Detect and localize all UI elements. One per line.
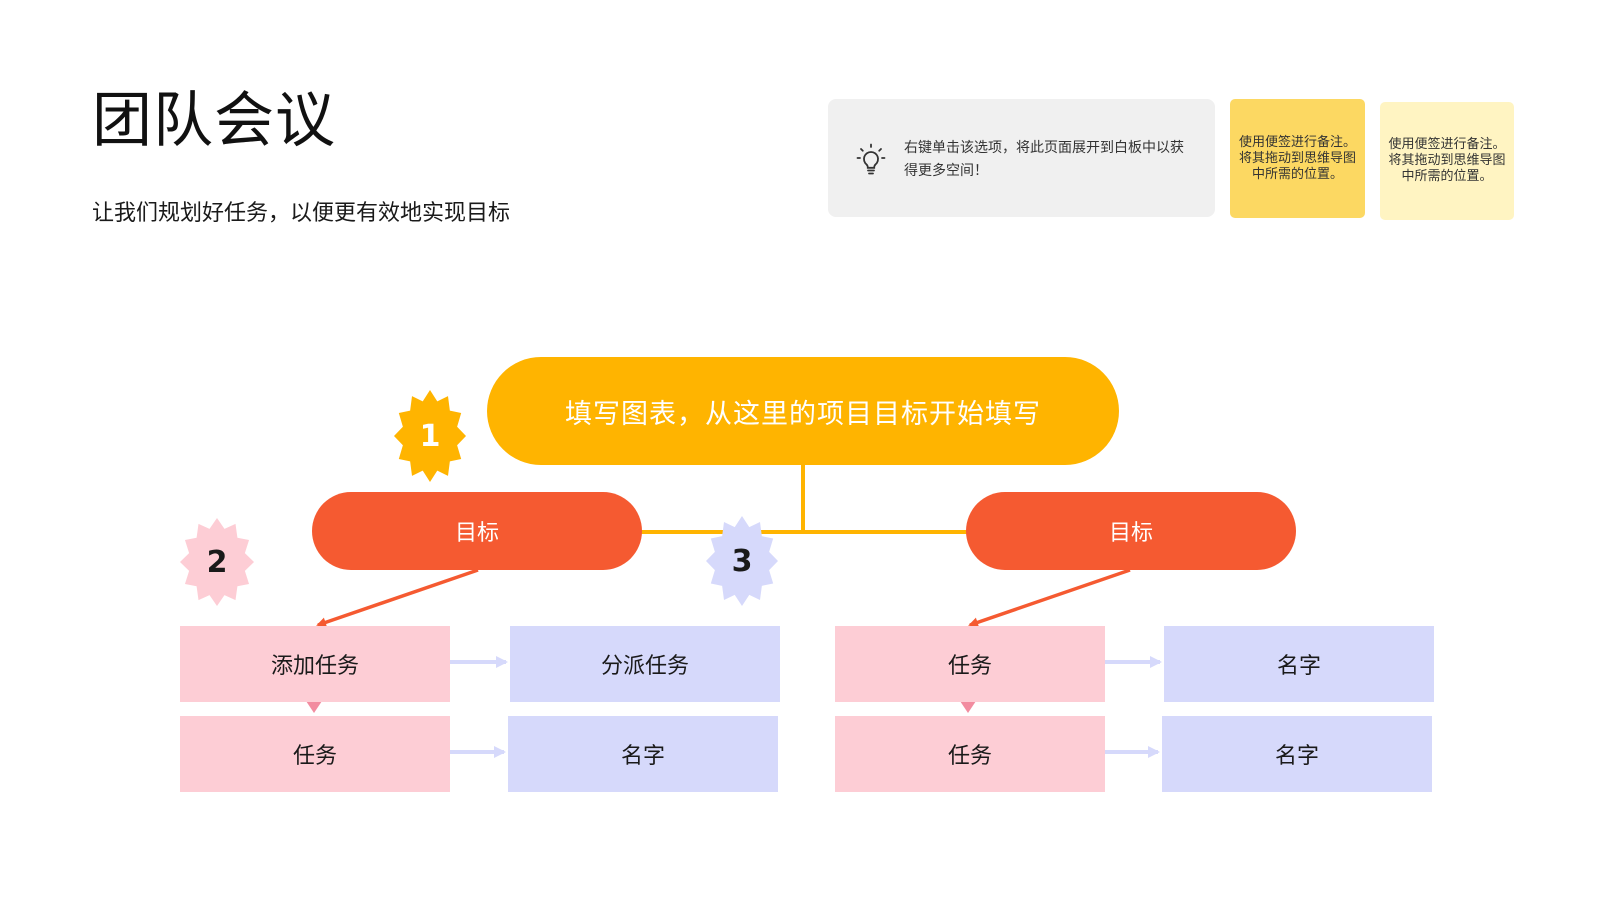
central-node[interactable]: 填写图表，从这里的项目目标开始填写 bbox=[487, 357, 1119, 465]
tip-text: 右键单击该选项，将此页面展开到白板中以获得更多空间！ bbox=[904, 140, 1184, 179]
assignee-box[interactable]: 名字 bbox=[508, 716, 778, 792]
central-node-label: 填写图表，从这里的项目目标开始填写 bbox=[565, 398, 1041, 430]
sticky-note-text: 使用便签进行备注。将其拖动到思维导图中所需的位置。 bbox=[1238, 134, 1356, 182]
assignee-box[interactable]: 名字 bbox=[1162, 716, 1432, 792]
goal-right-arrow bbox=[968, 568, 1131, 628]
task-box[interactable]: 添加任务 bbox=[180, 626, 450, 702]
task-label: 添加任务 bbox=[270, 654, 359, 679]
task-label: 任务 bbox=[292, 744, 337, 769]
task-box[interactable]: 任务 bbox=[835, 716, 1105, 792]
task-down-arrow bbox=[306, 701, 322, 713]
goal-left-arrow bbox=[316, 568, 479, 628]
badge-label-3: 3 bbox=[731, 543, 753, 579]
tip-card bbox=[828, 99, 1215, 217]
assignee-label: 分派任务 bbox=[600, 654, 689, 679]
goal-node-label: 目标 bbox=[1108, 521, 1153, 546]
assignee-label: 名字 bbox=[1274, 744, 1319, 769]
goal-node[interactable]: 目标 bbox=[966, 492, 1296, 570]
task-box[interactable]: 任务 bbox=[835, 626, 1105, 702]
sticky-note-text: 使用便签进行备注。将其拖动到思维导图中所需的位置。 bbox=[1388, 137, 1506, 184]
goal-node-label: 目标 bbox=[454, 521, 499, 546]
assignee-box[interactable]: 名字 bbox=[1164, 626, 1434, 702]
task-box[interactable]: 任务 bbox=[180, 716, 450, 792]
lightbulb-icon bbox=[856, 143, 886, 175]
task-label: 任务 bbox=[947, 744, 992, 769]
task-label: 任务 bbox=[947, 654, 992, 679]
page-title: 团队会议 bbox=[92, 86, 336, 156]
assignee-label: 名字 bbox=[1276, 654, 1321, 679]
badge-label-2: 2 bbox=[206, 544, 228, 580]
task-down-arrow bbox=[960, 701, 976, 713]
star-badge-1 bbox=[394, 390, 466, 482]
star-badge-3 bbox=[706, 516, 778, 606]
sticky-note[interactable]: 使用便签进行备注。将其拖动到思维导图中所需的位置。 bbox=[1230, 99, 1365, 218]
sticky-note[interactable]: 使用便签进行备注。将其拖动到思维导图中所需的位置。 bbox=[1380, 102, 1514, 220]
badge-label-1: 1 bbox=[419, 418, 441, 454]
page-subtitle: 让我们规划好任务，以便更有效地实现目标 bbox=[92, 201, 511, 226]
assignee-label: 名字 bbox=[620, 744, 665, 769]
assignee-box[interactable]: 分派任务 bbox=[510, 626, 780, 702]
star-badge-2 bbox=[180, 518, 254, 606]
goal-node[interactable]: 目标 bbox=[312, 492, 642, 570]
